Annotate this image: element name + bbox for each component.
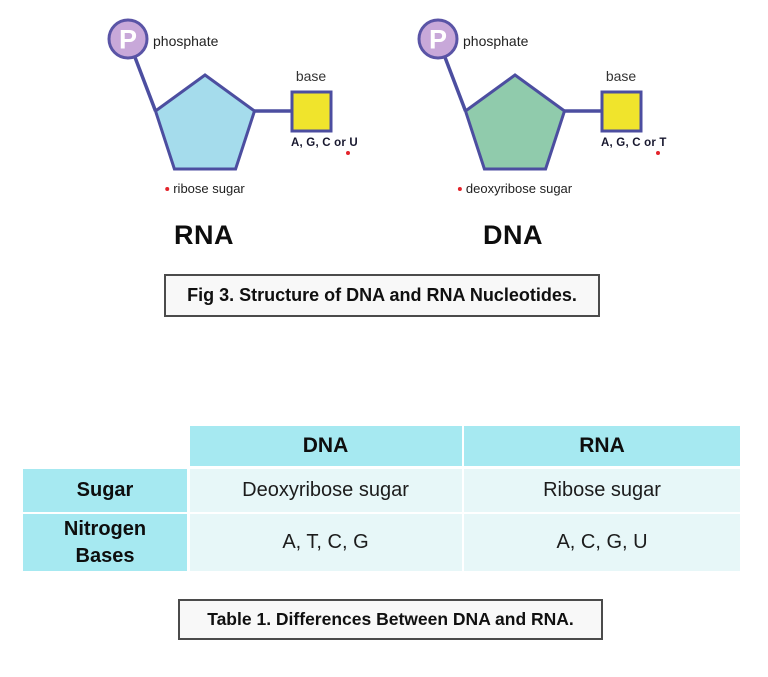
phosphate-label: phosphate <box>153 33 219 49</box>
red-marker-icon <box>346 151 350 155</box>
table-cell-rna-bases: A, C, G, U <box>464 514 740 571</box>
phosphate-label: phosphate <box>463 33 529 49</box>
phosphate-symbol: P <box>429 25 447 55</box>
sugar-label-row: deoxyribose sugar <box>457 181 573 196</box>
rna-title: RNA <box>174 220 234 250</box>
table-cell-dna-sugar: Deoxyribose sugar <box>189 468 462 512</box>
table-row-header-nitrogen-bases: Nitrogen Bases <box>23 514 187 571</box>
table-row-header-sugar: Sugar <box>23 468 187 512</box>
sugar-label: ribose sugar <box>173 181 245 196</box>
dna-diagram-shapes: P <box>417 18 643 171</box>
base-square <box>600 90 643 133</box>
table-column-header-dna: DNA <box>189 426 462 466</box>
base-label: base <box>295 68 327 84</box>
table-cell-dna-bases: A, T, C, G <box>189 514 462 571</box>
phosphate-symbol: P <box>119 25 137 55</box>
sugar-pentagon <box>153 73 257 171</box>
dna-title: DNA <box>483 220 543 250</box>
sugar-pentagon <box>463 73 567 171</box>
phosphate-circle-icon <box>417 18 459 60</box>
sugar-label-row: ribose sugar <box>165 181 245 196</box>
red-marker-icon <box>165 186 170 191</box>
sugar-label: deoxyribose sugar <box>465 181 573 196</box>
figure-caption: Fig 3. Structure of DNA and RNA Nucleoti… <box>164 274 600 317</box>
rna-nucleotide-diagram: P phosphate base A, G, C or U ribose sug… <box>90 10 380 220</box>
red-marker-icon <box>457 186 462 191</box>
table-caption: Table 1. Differences Between DNA and RNA… <box>178 599 603 640</box>
base-options-label: A, G, C or U <box>291 137 358 149</box>
table-column-header-rna: RNA <box>464 426 740 466</box>
base-square <box>290 90 333 133</box>
base-label: base <box>605 68 637 84</box>
dna-nucleotide-diagram: P phosphate base A, G, C or T deoxyribos… <box>400 10 690 220</box>
table-cell-rna-sugar: Ribose sugar <box>464 468 740 512</box>
phosphate-circle-icon <box>107 18 149 60</box>
red-marker-icon <box>656 151 660 155</box>
rna-diagram-shapes: P <box>107 18 333 171</box>
table-corner-cell <box>23 426 187 466</box>
dna-rna-comparison-table: DNA RNA Sugar Deoxyribose sugar Ribose s… <box>23 426 740 571</box>
base-options-label: A, G, C or T <box>601 137 667 149</box>
